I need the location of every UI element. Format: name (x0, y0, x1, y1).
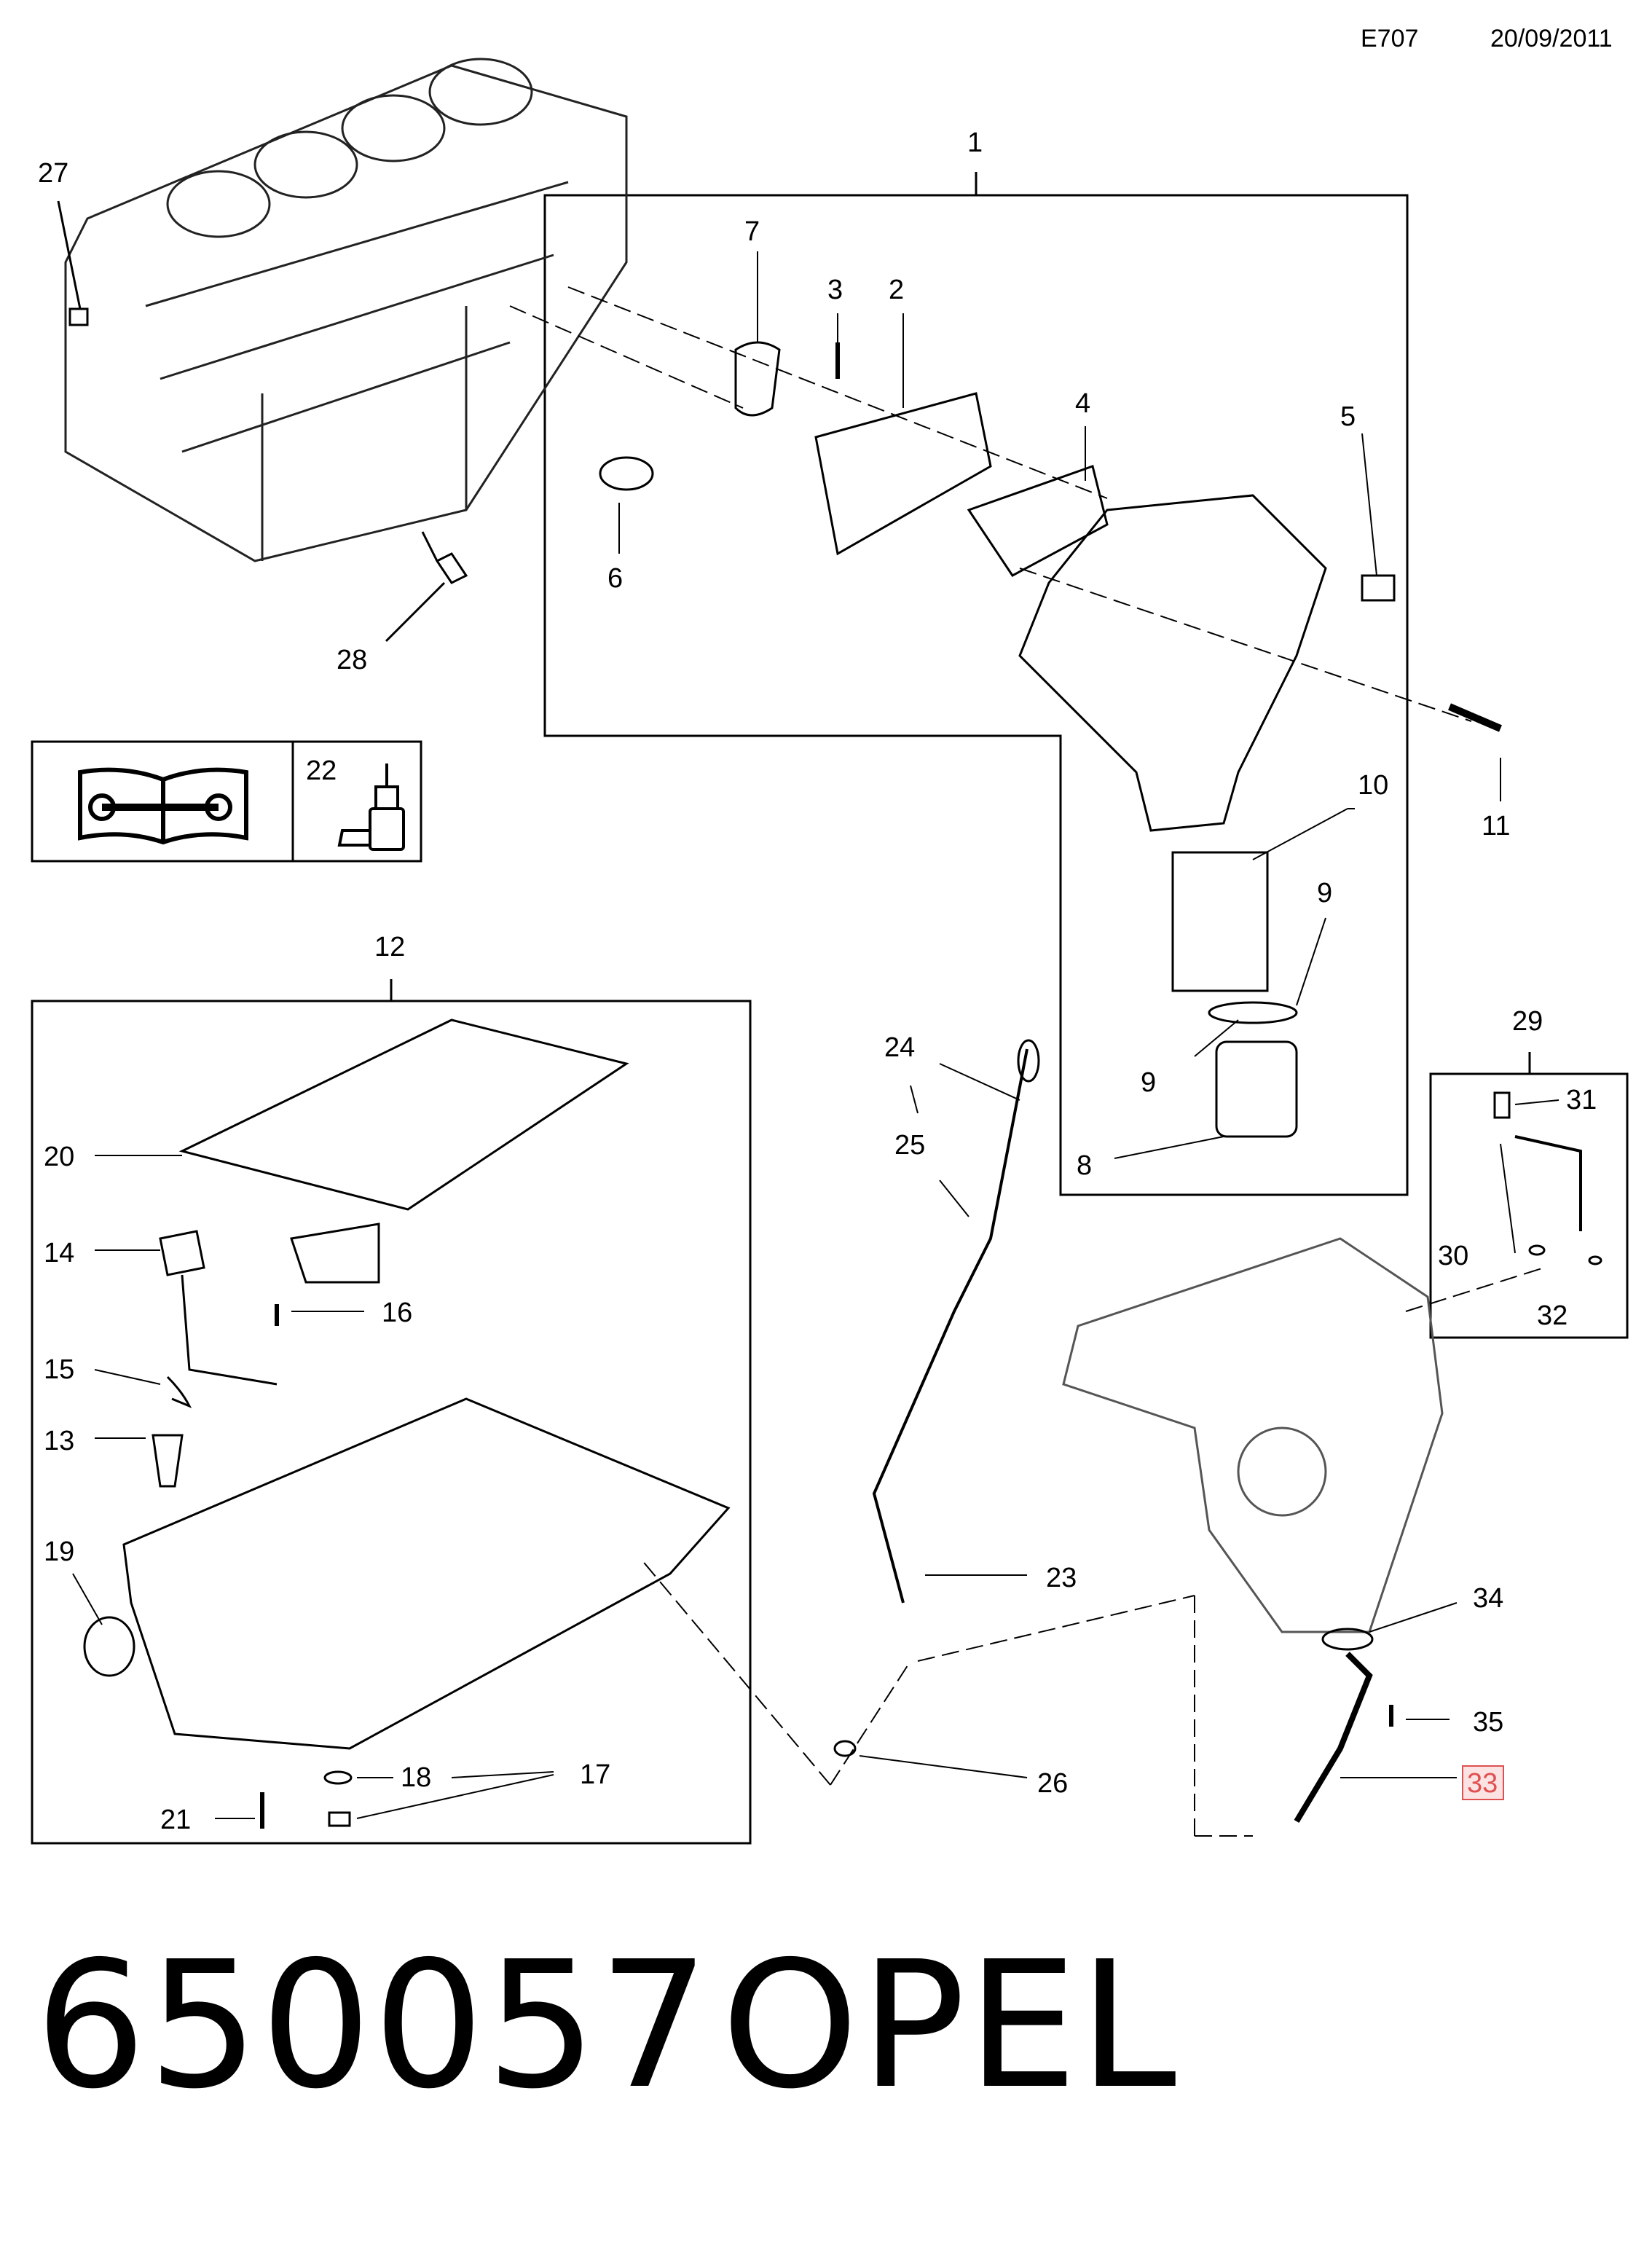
callout-17: 17 (580, 1759, 610, 1790)
part-number: 650057 (35, 1923, 712, 2127)
callout-8: 8 (1077, 1150, 1092, 1181)
plug-5 (1361, 574, 1396, 602)
seal-25 (939, 1180, 969, 1217)
callout-19: 19 (44, 1536, 74, 1567)
diagram-code: E707 (1361, 25, 1419, 52)
callout-30: 30 (1438, 1241, 1468, 1271)
callout-28: 28 (337, 645, 367, 675)
sensor-28 (421, 531, 468, 584)
oil-cooler-2 (814, 392, 992, 556)
callout-14: 14 (44, 1238, 74, 1268)
exploded-parts-diagram: 1 2 3 4 5 6 7 8 9 9 10 11 12 13 14 15 16… (31, 58, 1629, 1845)
callout-9b: 9 (1141, 1067, 1156, 1098)
group-29-frame (1429, 1072, 1629, 1339)
callout-31: 31 (1566, 1085, 1597, 1115)
o-ring-26 (833, 1740, 857, 1757)
callout-35: 35 (1473, 1707, 1503, 1738)
icon-panel (31, 740, 422, 863)
dipstick-24 (1017, 1039, 1040, 1083)
filter-cap-8 (1215, 1040, 1298, 1138)
callout-16: 16 (382, 1298, 412, 1328)
group-12-frame (31, 1000, 752, 1845)
callout-26: 26 (1037, 1768, 1068, 1799)
sensor-14 (159, 1230, 278, 1386)
callout-4: 4 (1075, 388, 1090, 419)
dipstick-tube-23 (872, 1048, 1028, 1604)
callout-12: 12 (374, 932, 405, 962)
engine-block-drawing (64, 58, 628, 562)
callout-13: 13 (44, 1426, 74, 1456)
callout-9a: 9 (1317, 878, 1332, 908)
plug-27 (68, 307, 89, 326)
brand-name: OPEL (721, 1923, 1178, 2127)
oil-feed-pipe (1514, 1135, 1582, 1231)
callout-32: 32 (1537, 1300, 1568, 1331)
callout-27: 27 (38, 158, 68, 189)
washer-18 (323, 1770, 353, 1785)
turbocharger-drawing (1062, 1237, 1444, 1633)
pump-assembly (290, 1222, 380, 1284)
callout-10: 10 (1358, 770, 1388, 801)
workshop-manual-icon (78, 767, 248, 845)
bolt-11 (1448, 703, 1502, 732)
callout-34: 34 (1473, 1583, 1503, 1614)
washer-30 (1528, 1244, 1546, 1256)
oil-filter-housing (1018, 494, 1327, 832)
sealant-tube-icon (337, 764, 405, 851)
diagram-date: 20/09/2011 (1490, 25, 1613, 52)
strainer-13 (152, 1434, 184, 1488)
callout-20: 20 (44, 1142, 74, 1172)
callout-5: 5 (1340, 401, 1356, 432)
callout-33: 33 (1467, 1768, 1498, 1799)
seal-19 (83, 1616, 135, 1677)
callout-3: 3 (827, 275, 843, 305)
washer-32 (1588, 1255, 1602, 1265)
banjo-bolt-31 (1493, 1091, 1511, 1119)
oil-pan (122, 1397, 731, 1750)
callout-21: 21 (160, 1805, 191, 1835)
callout-22: 22 (306, 755, 337, 786)
callout-24: 24 (884, 1032, 915, 1063)
filter-element-10 (1171, 851, 1269, 992)
callout-29: 29 (1512, 1006, 1543, 1037)
callout-25: 25 (894, 1130, 925, 1161)
highlight-33 (1462, 1765, 1504, 1800)
oil-return-pipe-33 (1294, 1652, 1373, 1824)
gasket-4 (967, 465, 1109, 577)
callout-23: 23 (1046, 1563, 1077, 1593)
callout-6: 6 (607, 563, 623, 594)
windage-tray-20 (178, 1019, 629, 1211)
gasket-34 (1321, 1628, 1374, 1651)
callout-15: 15 (44, 1354, 74, 1385)
callout-18: 18 (401, 1762, 431, 1793)
clip-7 (734, 341, 781, 417)
callout-7: 7 (744, 216, 760, 247)
callout-2: 2 (889, 275, 904, 305)
o-ring-9 (1208, 1001, 1298, 1024)
callout-11: 11 (1482, 811, 1510, 841)
group-1-frame (543, 194, 1409, 1196)
callout-1: 1 (967, 127, 983, 158)
seal-ring-6 (599, 456, 654, 491)
clip-15 (166, 1375, 192, 1408)
drain-plug-17 (328, 1811, 351, 1827)
